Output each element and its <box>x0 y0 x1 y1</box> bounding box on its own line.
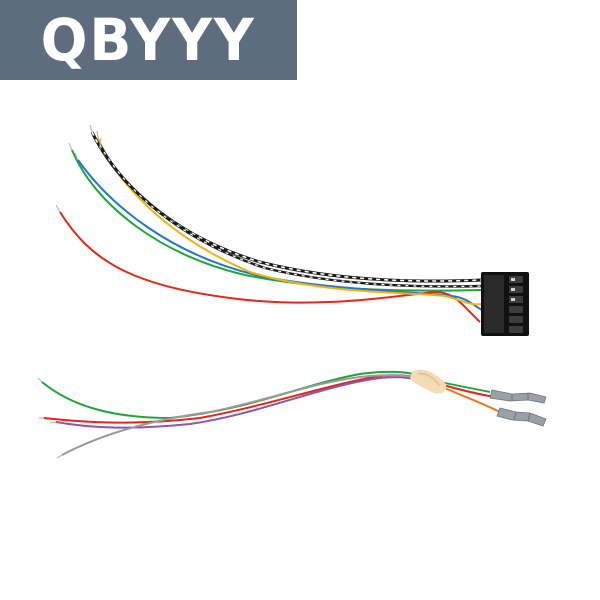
bottom-gray-wire <box>61 374 421 456</box>
six-pin-connector <box>481 272 529 336</box>
top-wire-harness <box>55 124 529 336</box>
yellow-wire <box>97 137 483 306</box>
bottom-wire-harness <box>37 369 547 459</box>
bottom-stripped-tips <box>37 377 63 459</box>
heat-shrink-sleeve <box>410 369 447 394</box>
bottom-purple-wire <box>55 376 421 429</box>
white-wire-twist-2 <box>99 144 483 288</box>
crimp-terminal-lower <box>496 407 547 427</box>
brand-banner: QBYYY <box>0 0 297 80</box>
brand-logo-text: QBYYY <box>40 6 257 74</box>
blue-wire <box>77 159 483 311</box>
crimp-terminal-upper <box>489 389 547 404</box>
red-wire <box>59 211 481 323</box>
bottom-orange-wire <box>439 385 501 413</box>
stripped-wire-tips <box>55 124 102 213</box>
green-wire <box>71 149 483 292</box>
white-wire-twist <box>91 131 483 282</box>
